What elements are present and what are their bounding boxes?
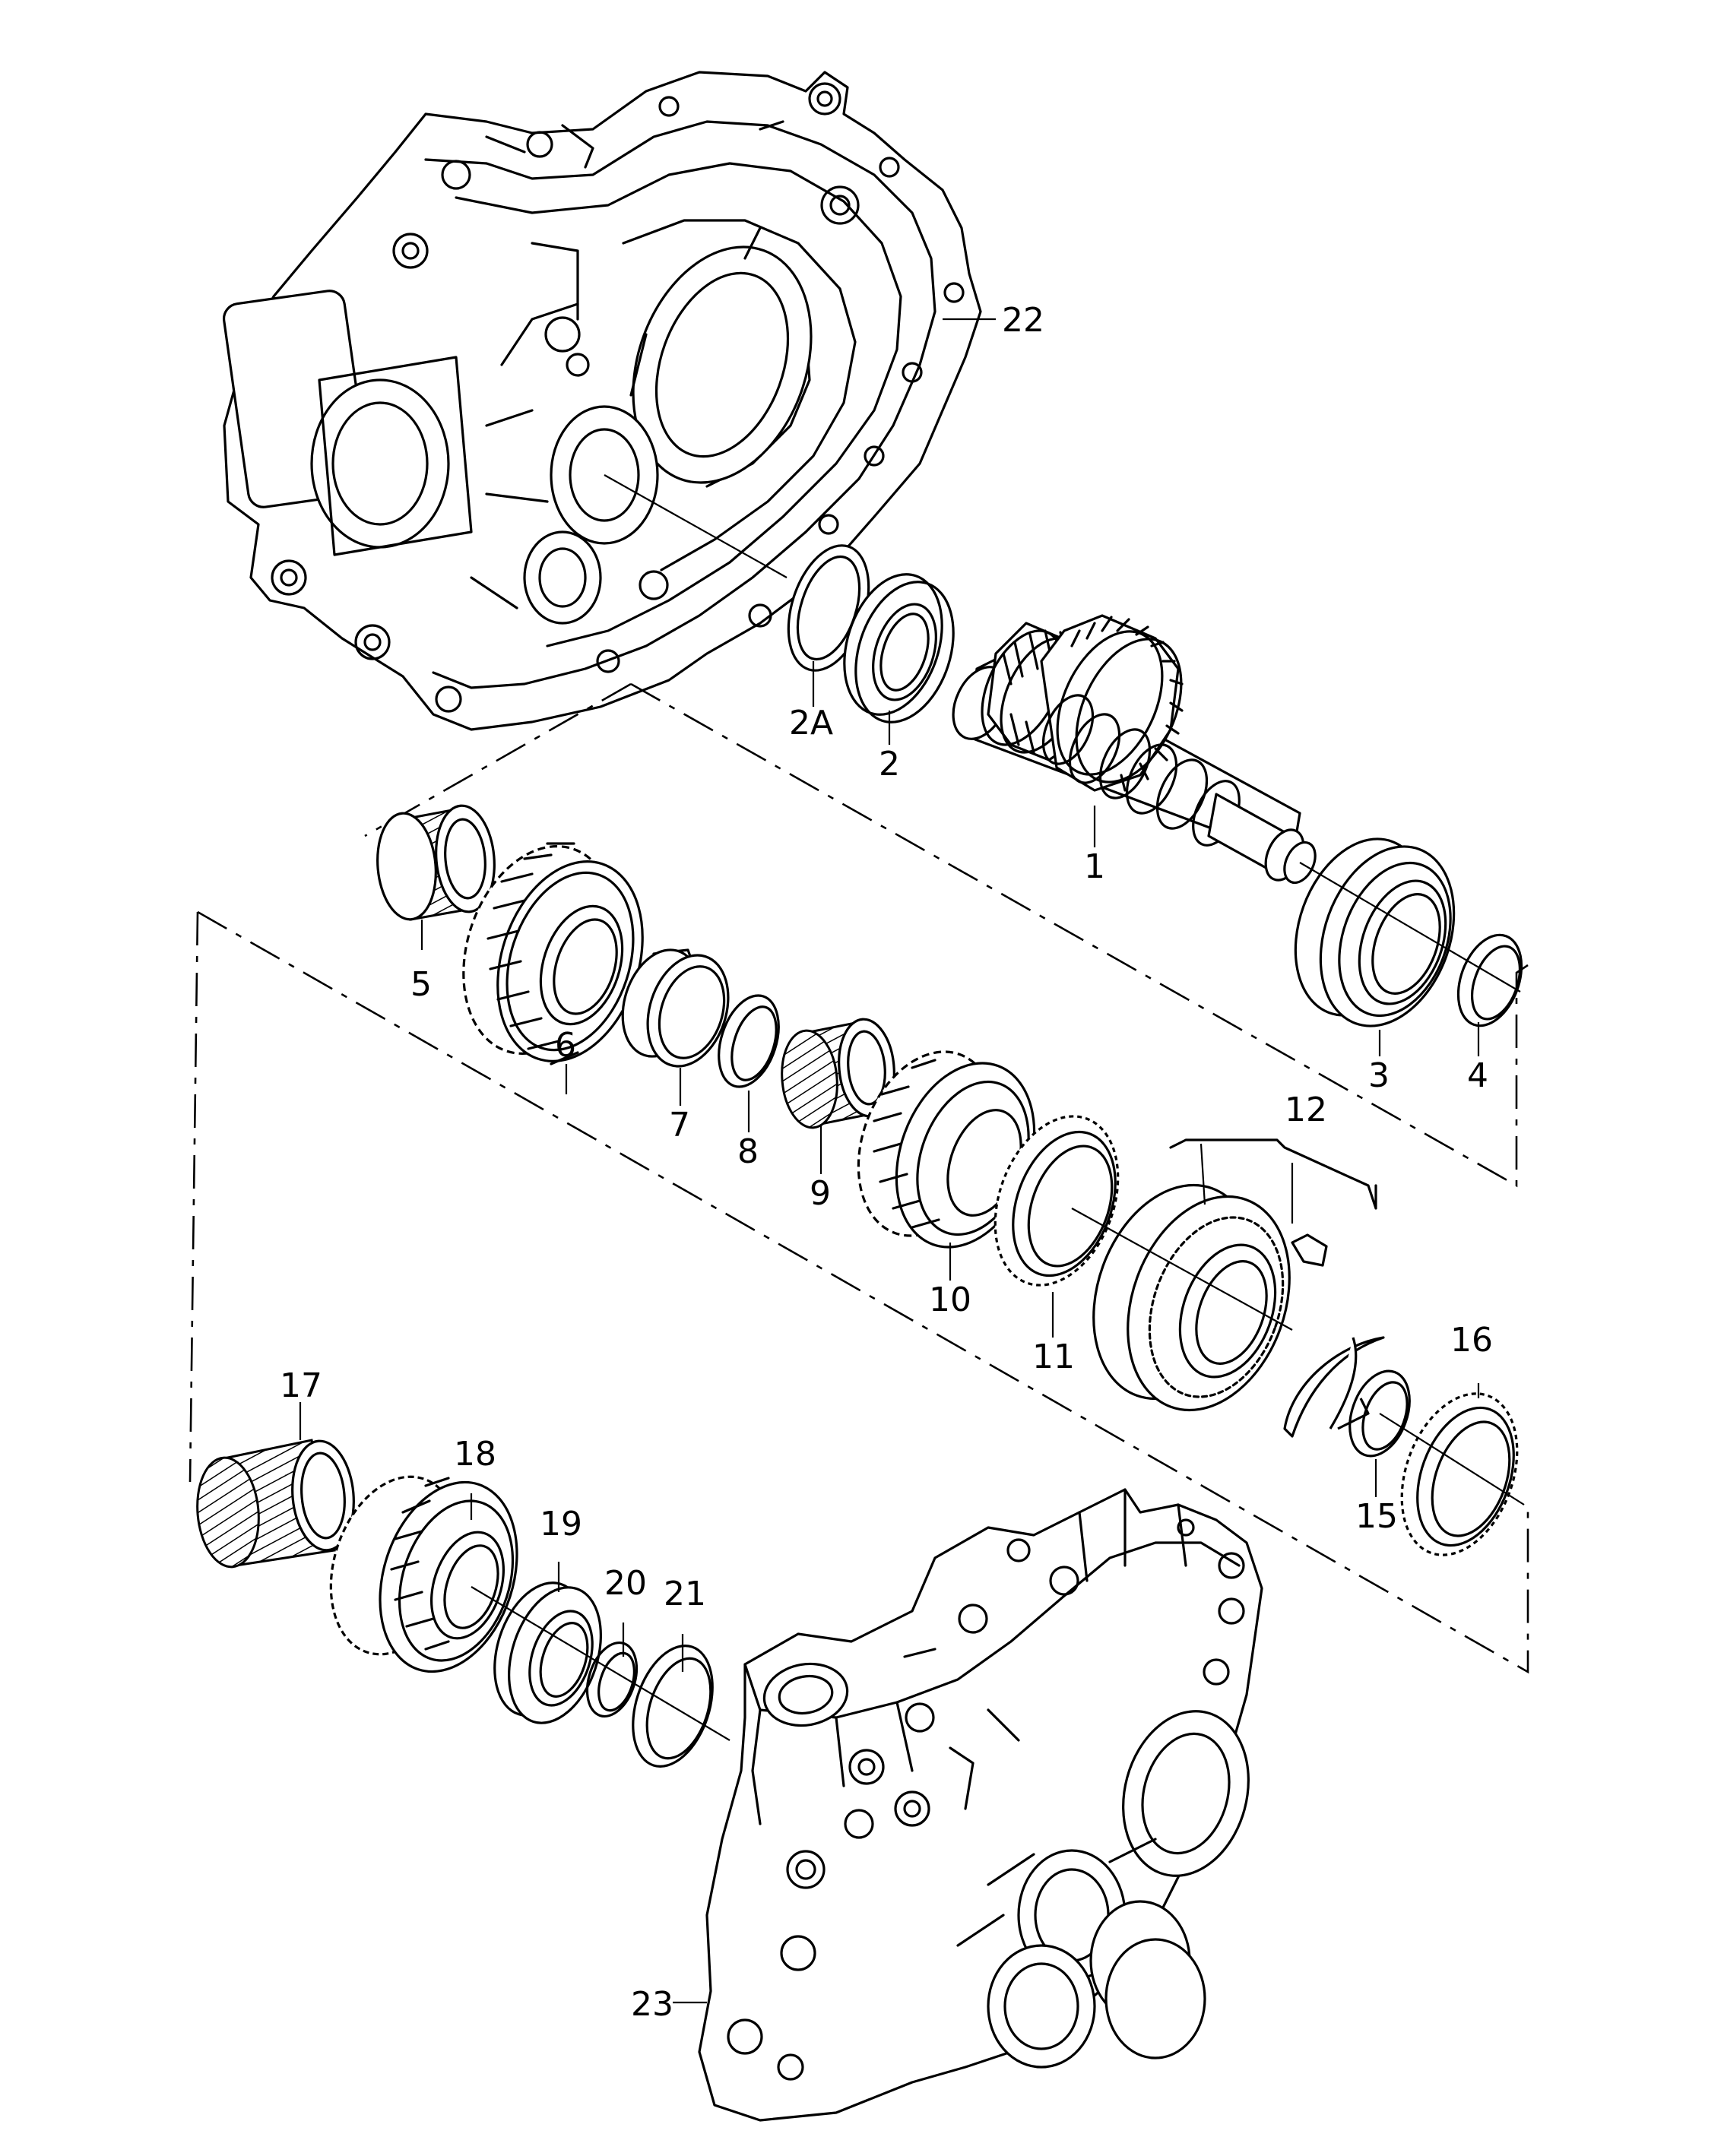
part-15-circlip: [1348, 1369, 1411, 1458]
part-12-synchro-hub: [1092, 1183, 1385, 1438]
part-2-bearing: [843, 573, 955, 723]
label-21: 21: [664, 1575, 706, 1613]
label-8: 8: [737, 1132, 759, 1171]
part-19-bearing: [493, 1581, 602, 1724]
label-23: 23: [631, 1985, 673, 2024]
label-3: 3: [1368, 1056, 1390, 1095]
part-6-gear: [462, 842, 644, 1065]
label-1: 1: [1084, 847, 1105, 886]
part-11-synchro-ring: [994, 1115, 1120, 1287]
part-4-circlip: [1456, 933, 1523, 1027]
label-9: 9: [810, 1174, 831, 1213]
label-4: 4: [1467, 1056, 1488, 1095]
axis-line-lower-left: [471, 1586, 730, 1741]
label-6: 6: [555, 1026, 576, 1065]
label-22: 22: [1002, 301, 1044, 340]
label-10: 10: [929, 1281, 971, 1319]
part-17-needle-bearing: [196, 1439, 355, 1569]
part-1-shaft: [952, 614, 1317, 885]
label-11: 11: [1032, 1338, 1075, 1376]
label-2: 2: [879, 745, 900, 784]
part-3-bearing: [1294, 837, 1456, 1027]
leader-lines: [299, 318, 1480, 2004]
label-7: 7: [669, 1106, 690, 1144]
axis-line-hub: [1071, 1208, 1293, 1331]
label-15: 15: [1355, 1497, 1398, 1536]
label-20: 20: [604, 1564, 647, 1603]
label-16: 16: [1450, 1321, 1493, 1360]
part-labels: 22 2A 2 1 3 4 5 6 7 8 9 10 11 12 15 16 1…: [280, 301, 1493, 2024]
label-19: 19: [540, 1505, 582, 1543]
part-21-shim: [632, 1645, 714, 1768]
part-7-sleeve: [621, 948, 730, 1068]
label-2a: 2A: [789, 704, 833, 742]
label-12: 12: [1285, 1091, 1327, 1129]
axis-line-upper: [604, 474, 788, 578]
axis-line-lower-right: [1379, 1413, 1525, 1505]
axis-line-shaft: [1299, 862, 1521, 993]
label-18: 18: [454, 1435, 496, 1474]
gearbox-housing: [698, 1488, 1263, 2122]
part-8-ring: [718, 994, 780, 1088]
part-5-needle-bearing: [376, 804, 496, 921]
label-17: 17: [280, 1366, 322, 1405]
part-18-gear: [329, 1475, 518, 1673]
part-16-synchro-ring: [1400, 1392, 1519, 1556]
label-5: 5: [410, 965, 432, 1004]
part-12-bracket: [1169, 1138, 1377, 1210]
